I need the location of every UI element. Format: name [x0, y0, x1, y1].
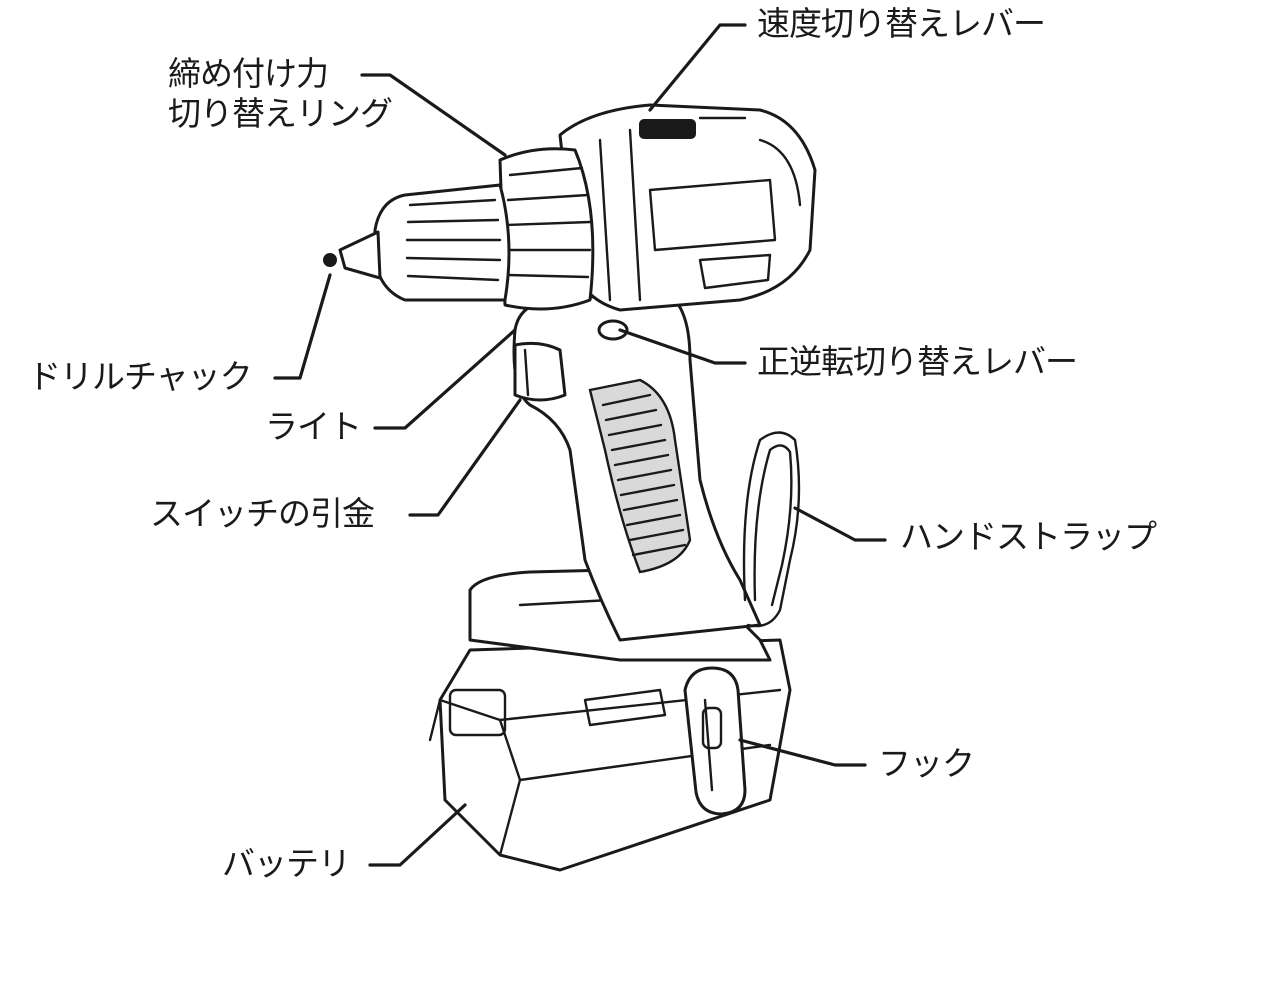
label-hand-strap: ハンドストラップ — [900, 518, 1156, 556]
leader-drill-chuck — [275, 275, 330, 378]
label-trigger: スイッチの引金 — [150, 495, 374, 533]
torque-ring-drawing — [500, 149, 593, 309]
hand-strap-drawing — [744, 433, 799, 627]
label-hook: フック — [878, 745, 974, 783]
leader-light — [375, 330, 515, 428]
label-battery: バッテリ — [222, 845, 350, 883]
label-light: ライト — [265, 408, 361, 446]
label-torque-ring-line2: 切り替えリング — [168, 95, 392, 133]
chuck-drawing — [324, 185, 509, 300]
leader-battery — [370, 805, 465, 865]
label-torque-ring-line1: 締め付け力 — [168, 55, 328, 93]
leader-speed-lever — [650, 25, 745, 110]
label-reverse-lever: 正逆転切り替えレバー — [757, 343, 1077, 381]
leader-hand-strap — [795, 508, 885, 540]
label-drill-chuck: ドリルチャック — [28, 358, 252, 396]
leader-trigger — [410, 400, 520, 515]
label-speed-lever: 速度切り替えレバー — [757, 5, 1045, 43]
